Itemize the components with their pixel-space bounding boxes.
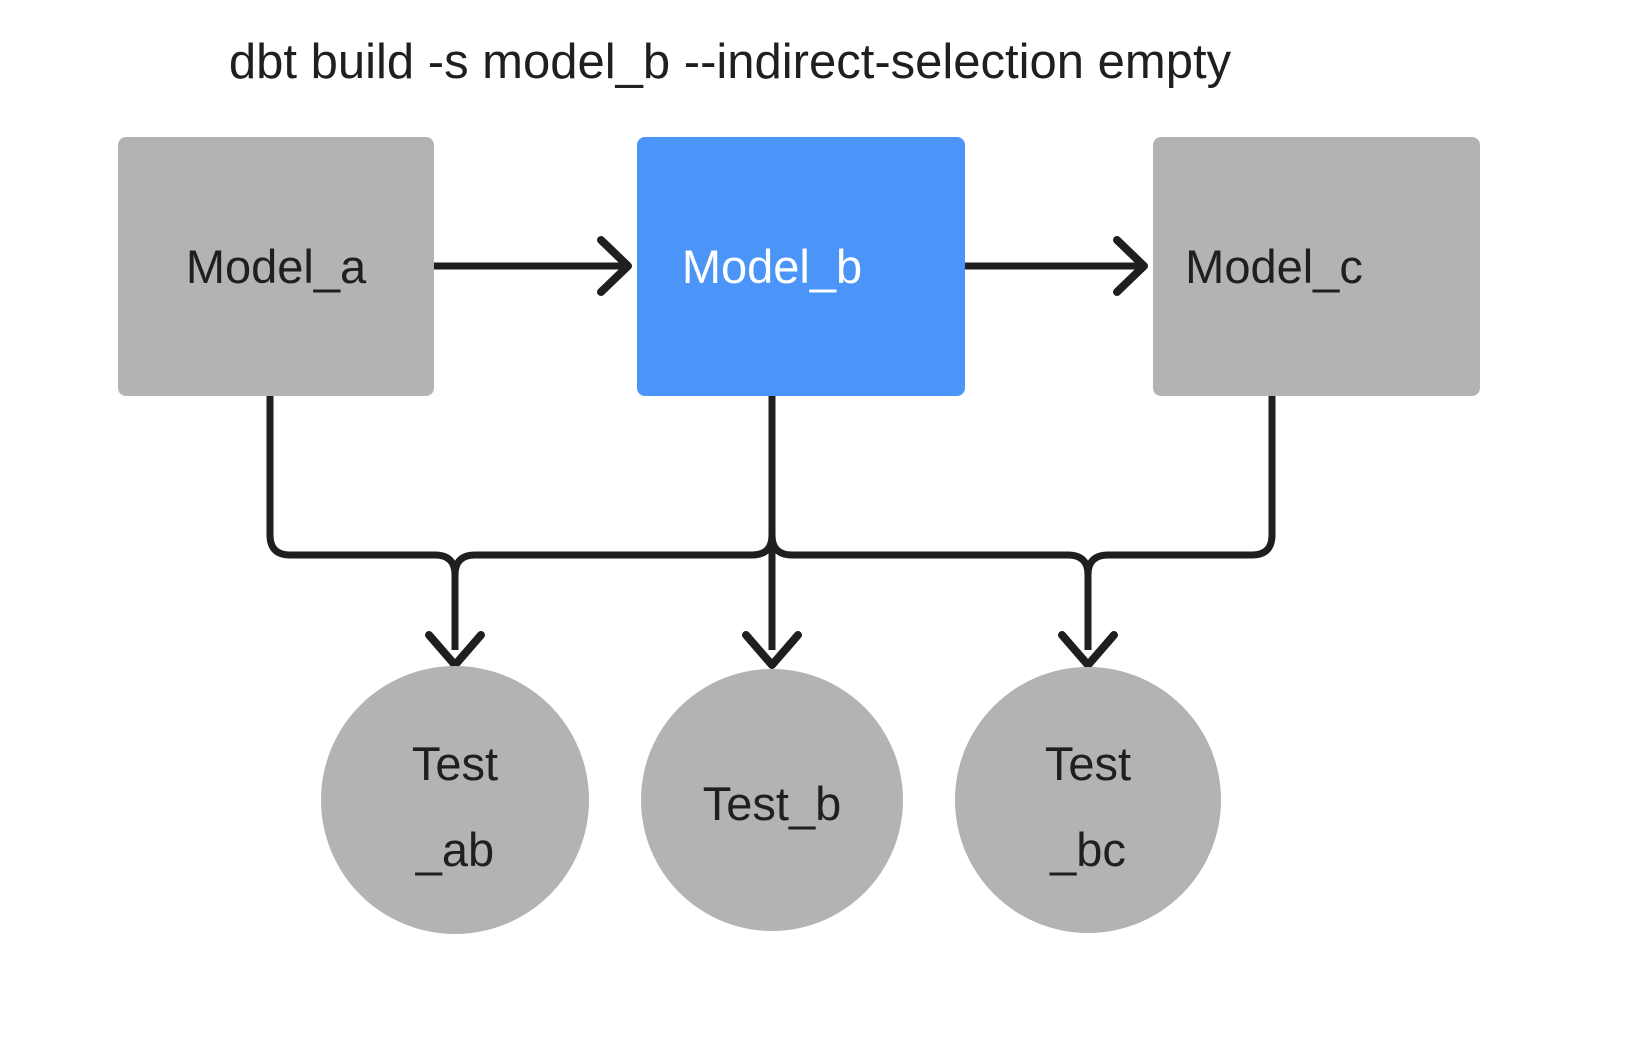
arrowhead-model_b-to-model_c [1113, 236, 1148, 296]
test-circle-test_b[interactable] [641, 669, 903, 931]
model-node-model_c[interactable]: Model_c [1153, 137, 1480, 396]
test-label-test_bc-line1: Test [1045, 737, 1131, 790]
test-node-test_ab[interactable]: Test _ab [321, 666, 589, 934]
arrowhead-model_a-to-model_b [597, 236, 632, 296]
test-label-test_ab-line1: Test [412, 737, 498, 790]
arrowheads-group [425, 631, 1118, 669]
test-circle-test_bc[interactable] [955, 667, 1221, 933]
model-label-model_a: Model_a [186, 240, 367, 293]
test-node-test_bc[interactable]: Test _bc [955, 667, 1221, 933]
model-box-model_a[interactable] [118, 137, 434, 396]
test-nodes-group: Test _ab Test_b Test _bc [321, 666, 1221, 934]
model-box-model_b[interactable] [637, 137, 965, 396]
test-label-test_bc-line2: _bc [1049, 823, 1126, 876]
diagram-title: dbt build -s model_b --indirect-selectio… [229, 35, 1232, 89]
arrowhead-into-test_bc [1058, 631, 1118, 669]
arrowhead-into-test_ab [425, 631, 485, 669]
arrowhead-into-test_b [742, 631, 802, 669]
test-label-test_b-line1: Test_b [703, 777, 841, 830]
test-label-test_ab-line2: _ab [415, 823, 494, 876]
test-node-test_b[interactable]: Test_b [641, 669, 903, 931]
model-nodes-group: Model_a Model_b Model_c [118, 137, 1480, 396]
model-node-model_b[interactable]: Model_b [637, 137, 965, 396]
model-label-model_c: Model_c [1185, 240, 1363, 293]
edge-model_c-to-test_bc [1084, 396, 1276, 650]
edges-group [266, 396, 1276, 650]
model-box-model_c[interactable] [1153, 137, 1480, 396]
horizontal-edges-group [434, 236, 1148, 296]
model-node-model_a[interactable]: Model_a [118, 137, 434, 396]
test-circle-test_ab[interactable] [321, 666, 589, 934]
model-label-model_b: Model_b [682, 240, 862, 293]
